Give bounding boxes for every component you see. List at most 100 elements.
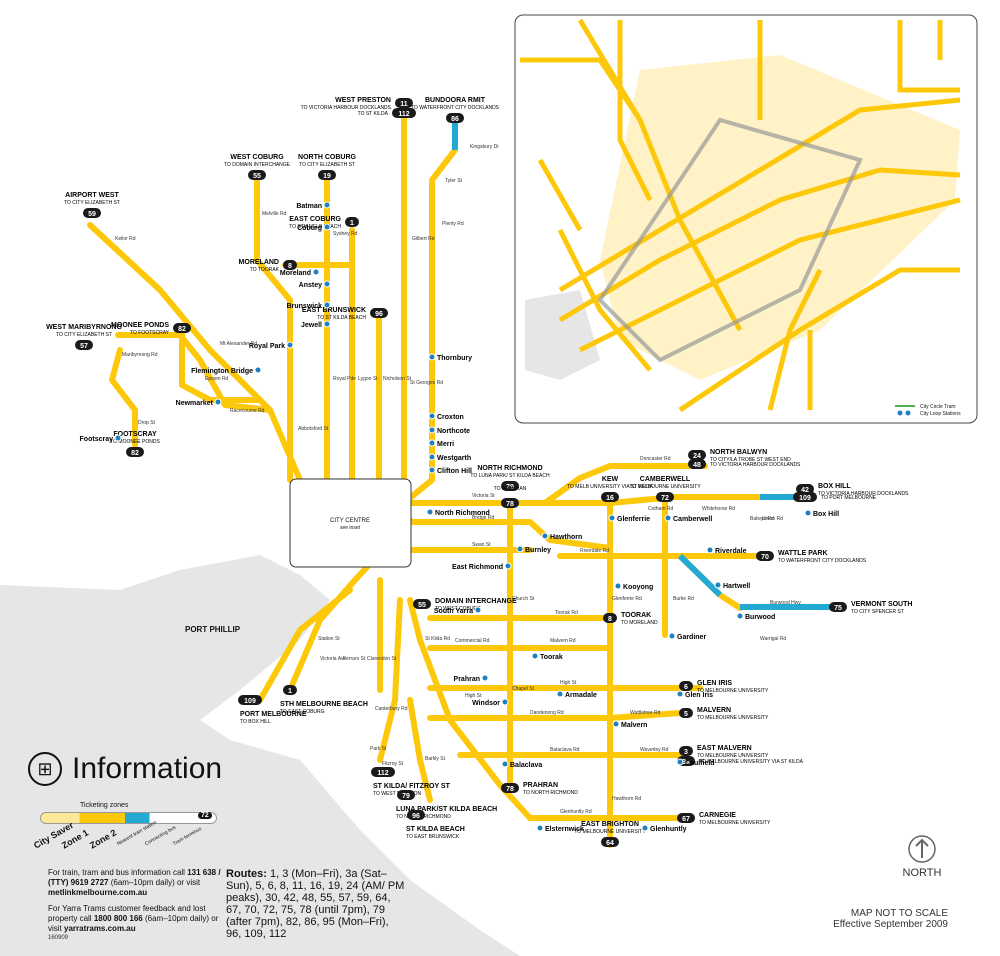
stop-toorak[interactable]: Toorak [531, 652, 563, 661]
route-destination: VERMONT SOUTH [851, 601, 912, 608]
route-destination: TOORAK [621, 612, 651, 619]
stop-elsternwick[interactable]: Elsternwick [536, 824, 584, 833]
stop-box-hill[interactable]: Box Hill [804, 509, 839, 518]
stop-label: North Richmond [435, 510, 490, 517]
stop-south-yarra[interactable]: South Yarra [434, 606, 482, 615]
stop-clifton-hill[interactable]: Clifton Hill [428, 466, 472, 475]
stop-label: Clifton Hill [437, 468, 472, 475]
stop-royal-park[interactable]: Royal Park [249, 341, 294, 350]
stop-north-richmond[interactable]: North Richmond [426, 508, 490, 517]
port-phillip-bay [0, 555, 520, 956]
stop-burnley[interactable]: Burnley [516, 545, 551, 554]
stop-kooyong[interactable]: Kooyong [614, 582, 653, 591]
street-label: Ferrars St [343, 656, 366, 662]
stop-westgarth[interactable]: Westgarth [428, 453, 471, 462]
street-label: Balaclava Rd [550, 747, 580, 753]
stop-east-richmond[interactable]: East Richmond [452, 562, 512, 571]
route-destination: WEST MARIBYRNONG [46, 324, 122, 331]
metlink-link[interactable]: metlinkmelbourne.com.au [48, 888, 148, 897]
stop-label: Elsternwick [545, 826, 584, 833]
stop-hartwell[interactable]: Hartwell [714, 581, 750, 590]
stop-prahran[interactable]: Prahran [454, 674, 489, 683]
stop-newmarket[interactable]: Newmarket [176, 398, 222, 407]
route-number: 64 [606, 840, 614, 847]
stop-glenferrie[interactable]: Glenferrie [608, 514, 650, 523]
city-saver-zone [600, 55, 960, 380]
stop-footscray[interactable]: Footscray [80, 434, 122, 443]
stop-gardiner[interactable]: Gardiner [668, 632, 706, 641]
stop-hawthorn[interactable]: Hawthorn [541, 532, 582, 541]
stop-brunswick[interactable]: Brunswick [287, 301, 331, 310]
stop-burwood[interactable]: Burwood [736, 612, 775, 621]
route-55-line [254, 177, 293, 483]
route-82-line [179, 327, 263, 403]
route-number: 55 [418, 602, 426, 609]
stop-flemington-bridge[interactable]: Flemington Bridge [191, 366, 262, 375]
stop-croxton[interactable]: Croxton [428, 412, 464, 421]
stop-coburg[interactable]: Coburg [297, 223, 331, 232]
street-label: Epsom Rd [205, 376, 229, 382]
stop-northcote[interactable]: Northcote [428, 426, 470, 435]
stop-armadale[interactable]: Armadale [556, 690, 597, 699]
stop-windsor[interactable]: Windsor [472, 698, 509, 707]
street-label: Burke Rd [673, 596, 694, 602]
stop-label: Hawthorn [550, 534, 582, 541]
stop-thornbury[interactable]: Thornbury [428, 353, 472, 362]
see-inset-label: see inset [340, 525, 361, 531]
stop-glenhuntly[interactable]: Glenhuntly [641, 824, 687, 833]
stop-anstey[interactable]: Anstey [299, 280, 331, 289]
stop-jewell[interactable]: Jewell [301, 320, 331, 329]
stop-moreland[interactable]: Moreland [280, 268, 320, 277]
stop-label: Malvern [621, 722, 647, 729]
stop-balaclava[interactable]: Balaclava [501, 760, 542, 769]
route-number: 59 [88, 211, 96, 218]
stop-camberwell[interactable]: Camberwell [664, 514, 712, 523]
stop-glen-iris[interactable]: Glen Iris [676, 690, 713, 699]
route-number: 96 [375, 311, 383, 318]
stop-merri[interactable]: Merri [428, 439, 454, 448]
route-number: 96 [412, 813, 420, 820]
stop-batman[interactable]: Batman [296, 201, 331, 210]
stop-riverdale[interactable]: Riverdale [706, 546, 747, 555]
route-direction: TO PORT MELBOURNE [821, 495, 877, 501]
route-number: 82 [178, 326, 186, 333]
stop-malvern[interactable]: Malvern [612, 720, 647, 729]
route-direction: TO MELB UNIVERSITY VIA ST KILDA [567, 484, 654, 490]
yarratrams-link[interactable]: yarratrams.com.au [64, 924, 136, 933]
stop-caulfield[interactable]: Caulfield [676, 758, 715, 767]
city-centre-box[interactable] [289, 478, 412, 568]
